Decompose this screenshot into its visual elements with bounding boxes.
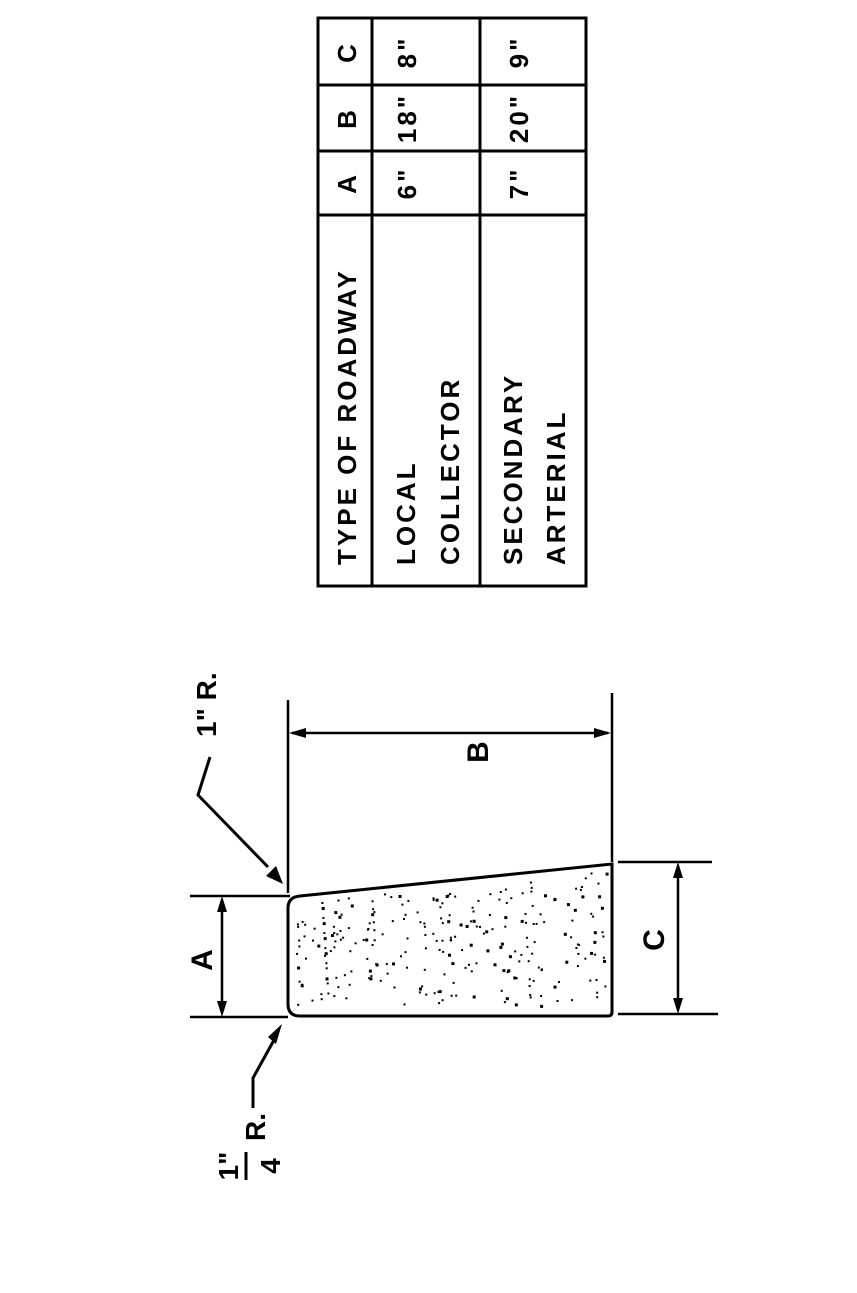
- row2-a: 7": [504, 167, 534, 200]
- curb-dimension-table: [316, 16, 588, 588]
- dim-b-label: B: [462, 741, 495, 763]
- header-type-of-roadway: TYPE OF ROADWAY: [332, 268, 362, 565]
- radius-top-leader-line: [196, 756, 270, 869]
- dim-b-arrow-left: [289, 728, 306, 738]
- row2-b: 20": [504, 93, 534, 143]
- row1-a: 6": [392, 167, 422, 200]
- radius-bottom-label: 1" 4 R.: [213, 1113, 286, 1180]
- radius-bottom-denominator: 4: [255, 1158, 286, 1174]
- dim-b-arrow-right: [594, 728, 611, 738]
- radius-top-label: 1" R.: [191, 672, 222, 737]
- radius-bottom-numerator: 1": [213, 1152, 244, 1181]
- dim-c-arrow-bottom: [673, 998, 683, 1014]
- row1-type-line2: COLLECTOR: [435, 377, 465, 565]
- row2-c: 9": [504, 36, 534, 69]
- radius-leader-top: 1" R.: [191, 672, 283, 884]
- radius-bottom-leader-line: [251, 1039, 276, 1108]
- table-border: [316, 16, 588, 588]
- dim-a-label: A: [186, 949, 219, 971]
- radius-bottom-arrowhead: [268, 1024, 282, 1044]
- dim-a-arrow-bottom: [217, 1001, 227, 1017]
- concrete-stipple-pattern: [296, 872, 609, 1008]
- dimension-a: A: [186, 896, 227, 1017]
- radius-top-arrowhead: [266, 866, 283, 884]
- row1-type-line1: LOCAL: [391, 460, 421, 565]
- dimension-b: B: [289, 728, 611, 763]
- row2-type-line1: SECONDARY: [498, 373, 528, 565]
- header-b: B: [332, 107, 362, 129]
- radius-bottom-unit: R.: [240, 1113, 271, 1141]
- row1-c: 8": [392, 36, 422, 69]
- radius-leader-bottom: 1" 4 R.: [213, 1024, 286, 1180]
- curb-section: [286, 862, 614, 1018]
- dim-c-arrow-top: [673, 862, 683, 878]
- dimension-c: C: [638, 862, 683, 1014]
- row2-type-line2: ARTERIAL: [541, 410, 571, 565]
- row1-b: 18": [392, 93, 422, 143]
- dim-c-label: C: [638, 929, 671, 951]
- dim-a-arrow-top: [217, 896, 227, 912]
- extension-lines: [190, 693, 718, 1019]
- header-c: C: [332, 41, 362, 63]
- header-a: A: [332, 172, 362, 194]
